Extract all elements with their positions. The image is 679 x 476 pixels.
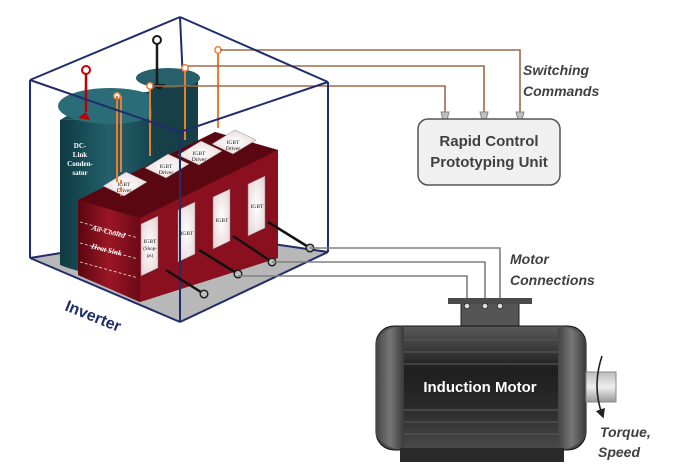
- torque-arrow: [595, 355, 605, 419]
- igbt-driver-card: IGBT Driver: [102, 171, 148, 197]
- phase-terminals: [165, 220, 311, 296]
- inverter-box-front: [29, 16, 329, 323]
- driver-label: Driver: [192, 157, 207, 163]
- switching-command-wires: [116, 49, 521, 118]
- igbt-driver-card: IGBT Driver: [211, 129, 257, 155]
- driver-label: Driver: [226, 146, 241, 152]
- capacitor-label-line3: Conden-: [67, 160, 93, 168]
- motor-connection-wires: [238, 247, 501, 304]
- torque-label: Torque,: [600, 424, 651, 440]
- capacitor-label-line1: DC-: [74, 142, 87, 150]
- driver-label: IGBT: [227, 140, 240, 146]
- speed-label: Speed: [598, 444, 640, 460]
- rcp-label-line1: Rapid Control: [439, 133, 538, 150]
- igbt-label: IGBT: [216, 218, 229, 224]
- motor-connections-label-line1: Motor: [510, 251, 550, 267]
- induction-motor: Induction Motor: [375, 298, 617, 462]
- motor-terminal-pins: [463, 302, 504, 310]
- igbt-label: (Shop-: [143, 247, 157, 252]
- igbt-label: IGBT: [251, 204, 264, 210]
- igbt-module: IGBT: [212, 188, 231, 250]
- motor-label: Induction Motor: [423, 379, 536, 396]
- igbt-driver-cards: IGBT Driver IGBT Driver IGBT Driver IGBT…: [102, 129, 257, 197]
- switching-commands-label-line1: Switching: [523, 62, 590, 78]
- igbt-module: IGBT: [177, 201, 196, 263]
- igbt-label: IGBT: [181, 231, 194, 237]
- driver-label: Driver: [159, 170, 174, 176]
- switching-commands-label-line2: Commands: [523, 83, 599, 99]
- igbt-modules: IGBT (Shop- ps) IGBT IGBT IGBT: [140, 175, 266, 277]
- igbt-module: IGBT: [247, 175, 266, 237]
- driver-label: Driver: [117, 188, 132, 194]
- igbt-driver-card: IGBT Driver: [177, 140, 223, 166]
- igbt-module-shunt: IGBT (Shop- ps): [140, 215, 159, 277]
- motor-shaft: [585, 371, 617, 403]
- igbt-driver-card: IGBT Driver: [144, 153, 190, 179]
- rcp-connectors: [440, 111, 525, 121]
- rapid-control-prototyping-unit: Rapid Control Prototyping Unit: [417, 118, 561, 186]
- inverter-label: Inverter: [63, 298, 124, 336]
- motor-connections-label-line2: Connections: [510, 272, 595, 288]
- driver-label: IGBT: [193, 151, 206, 157]
- igbt-label: IGBT: [144, 239, 157, 245]
- rcp-label-line2: Prototyping Unit: [430, 154, 547, 171]
- capacitor-label-line2: Link: [73, 151, 88, 159]
- driver-label: IGBT: [160, 164, 173, 170]
- capacitor-label-line4: sator: [72, 169, 87, 177]
- igbt-label: ps): [147, 254, 153, 259]
- driver-label: IGBT: [118, 182, 131, 188]
- gate-wire-terminals: [113, 46, 222, 100]
